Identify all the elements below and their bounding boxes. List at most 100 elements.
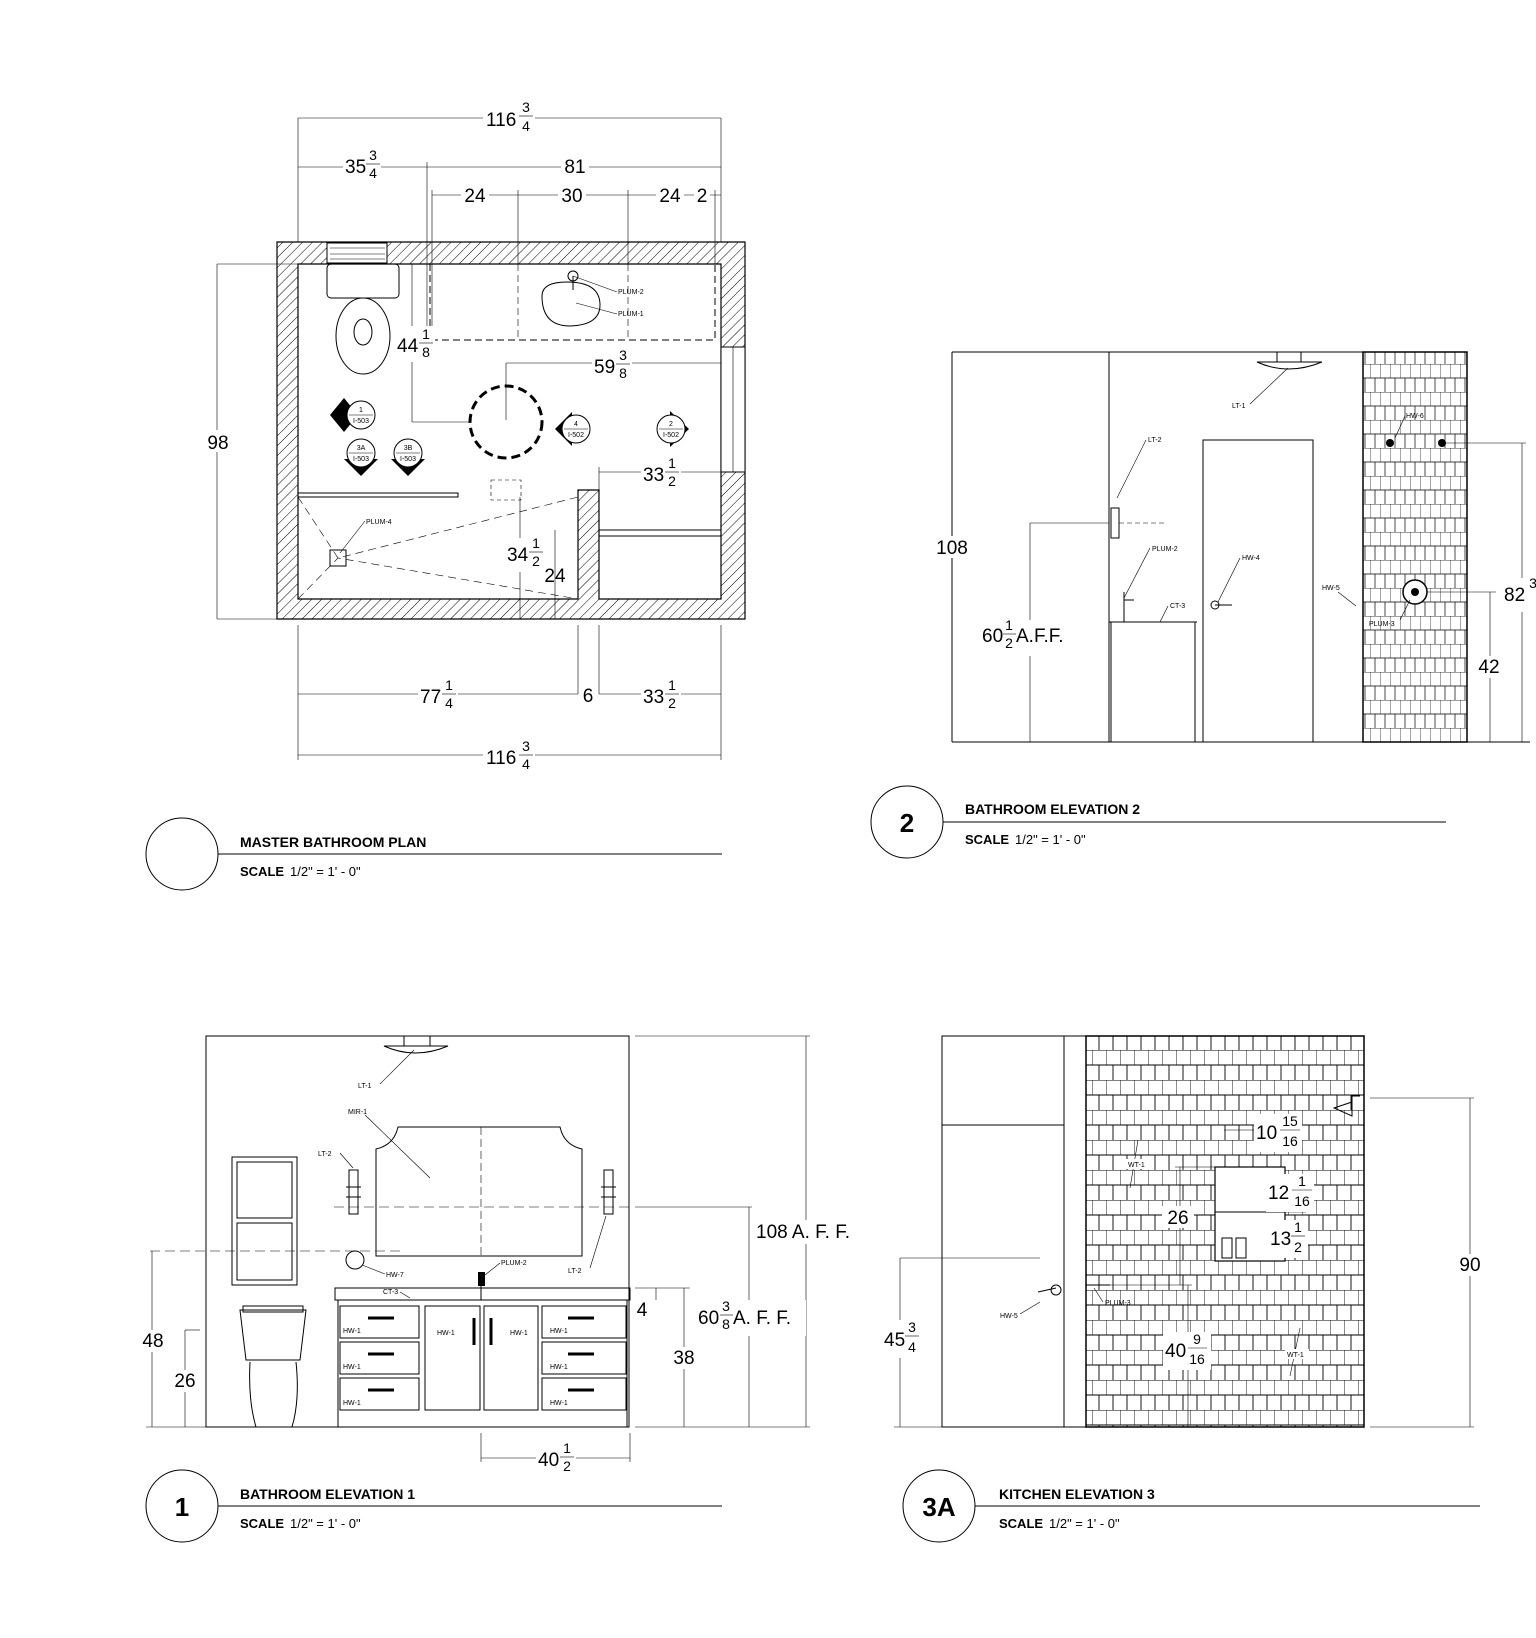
svg-text:34: 34	[507, 545, 529, 566]
dim-elev1-ceiling: 108 A. F. F.	[756, 1222, 850, 1243]
dim-elev3-shelf2: 13 1 2	[1268, 1219, 1308, 1258]
tag-plum-2: PLUM-2	[501, 1260, 527, 1267]
svg-text:3: 3	[522, 738, 530, 754]
tag-wt-1: WT-1	[1287, 1352, 1304, 1359]
view-marker: 3A I-503	[344, 438, 378, 476]
door	[1202, 439, 1314, 743]
tag-lt-2: LT-2	[568, 1268, 582, 1275]
countertop	[334, 1287, 631, 1301]
dim-elev2-height: 108	[936, 536, 970, 559]
svg-text:1: 1	[445, 677, 453, 693]
view-marker: 2 I-502	[656, 411, 689, 447]
kitchen-elevation-3: PLUM-3 HW-5 WT-1 WT-1 10 15 16 12 1 16	[882, 1035, 1488, 1543]
elev2-scale-value: 1/2" = 1' - 0"	[1015, 832, 1086, 847]
svg-text:8: 8	[722, 1316, 730, 1332]
tag-lt-1: LT-1	[358, 1083, 372, 1090]
svg-text:I-503: I-503	[400, 456, 416, 463]
tag-hw-1: HW-1	[343, 1364, 361, 1371]
view-marker: 4 I-502	[555, 412, 591, 446]
shower-drain	[329, 549, 347, 567]
svg-text:3B: 3B	[404, 445, 413, 452]
svg-text:3: 3	[369, 147, 377, 163]
svg-text:I-503: I-503	[353, 418, 369, 425]
elev3-title: KITCHEN ELEVATION 3	[999, 1486, 1155, 1502]
elev3-scale-value: 1/2" = 1' - 0"	[1049, 1516, 1120, 1531]
dim-elev2-valve: 42	[1478, 657, 1499, 678]
tag-ct-3: CT-3	[1170, 603, 1185, 610]
svg-text:3: 3	[619, 347, 627, 363]
tag-plum-2: PLUM-2	[1152, 546, 1178, 553]
tag-mir-1: MIR-1	[348, 1109, 367, 1116]
tag-hw-1: HW-1	[437, 1330, 455, 1337]
dim-elev1-half-vanity: 40 1 2	[536, 1440, 576, 1476]
plan-title-bubble	[145, 817, 219, 891]
tag-hw-7: HW-7	[386, 1272, 404, 1279]
dim-closet: 33 1 2	[641, 455, 681, 492]
dim-elev2-shower-head: 82 3	[1502, 575, 1536, 612]
dim-seg4: 2	[697, 186, 708, 207]
svg-text:I-502: I-502	[663, 432, 679, 439]
tag-plum-4: PLUM-4	[366, 519, 392, 526]
svg-text:40: 40	[538, 1450, 559, 1471]
mirror	[375, 1126, 583, 1257]
svg-text:12: 12	[1268, 1183, 1289, 1204]
dim-overall-top: 116 3 4	[483, 99, 535, 134]
svg-text:40: 40	[1165, 1341, 1186, 1362]
tag-plum-3: PLUM-3	[1369, 621, 1395, 628]
svg-text:3: 3	[1529, 575, 1536, 591]
svg-text:2: 2	[1294, 1239, 1302, 1255]
svg-text:1: 1	[563, 1440, 571, 1456]
dim-shower-depth: 34 1 2	[505, 535, 545, 572]
svg-text:4: 4	[445, 695, 453, 711]
svg-text:4: 4	[908, 1339, 916, 1355]
bathroom-elevation-2: LT-1 LT-2 PLUM-2 CT-3 HW-4 HW-6 HW-5 PLU…	[870, 351, 1536, 859]
svg-text:4: 4	[369, 165, 377, 181]
svg-text:13: 13	[1270, 1229, 1291, 1250]
svg-text:4: 4	[522, 756, 530, 772]
dim-seg2: 30	[561, 186, 582, 207]
dim-elev3-shower-head: 90	[1459, 1255, 1480, 1276]
dim-bottom-right: 33 1 2	[641, 677, 681, 714]
dim-elev3-niche-bottom: 40 9 16	[1163, 1331, 1211, 1370]
dim-elev1-sconce: 60 3 8 A. F. F.	[696, 1298, 806, 1336]
svg-text:3: 3	[908, 1319, 916, 1335]
elev1-scale-value: 1/2" = 1' - 0"	[290, 1516, 361, 1531]
dim-seg3: 24	[659, 186, 681, 207]
dim-plan-height: 98	[207, 433, 228, 454]
tag-hw-1: HW-1	[550, 1364, 568, 1371]
dim-right-top: 81	[564, 157, 585, 178]
plan-title: MASTER BATHROOM PLAN	[240, 834, 426, 850]
tag-hw-1: HW-1	[343, 1328, 361, 1335]
svg-text:33: 33	[643, 465, 664, 486]
svg-text:60: 60	[698, 1308, 719, 1329]
tag-hw-1: HW-1	[343, 1400, 361, 1407]
svg-text:3A: 3A	[922, 1492, 955, 1522]
svg-text:1: 1	[175, 1492, 189, 1522]
svg-text:2: 2	[668, 473, 676, 489]
dim-center: 59 3 8	[592, 347, 632, 384]
svg-text:77: 77	[420, 687, 441, 708]
elev1-title: BATHROOM ELEVATION 1	[240, 1486, 415, 1502]
svg-text:15: 15	[1282, 1113, 1298, 1129]
svg-text:2: 2	[563, 1458, 571, 1474]
tag-hw-5: HW-5	[1000, 1313, 1018, 1320]
svg-text:2: 2	[668, 695, 676, 711]
svg-text:1: 1	[359, 407, 363, 414]
dim-elev3-shelf1: 12 1 16	[1266, 1173, 1314, 1212]
elev2-title: BATHROOM ELEVATION 2	[965, 801, 1140, 817]
dim-elev3-niche-width: 10 15 16	[1254, 1113, 1302, 1152]
bathroom-elevation-1: LT-1 MIR-1 LT-2 LT-2 HW-7 PLUM-2 CT-3	[138, 1035, 862, 1543]
dim-shower-bench: 24	[544, 566, 566, 587]
svg-text:16: 16	[1282, 1133, 1298, 1149]
svg-text:1: 1	[422, 326, 430, 342]
dim-bottom-mid: 6	[583, 686, 594, 707]
dim-elev2-sconce: 60 1 2 A.F.F.	[980, 617, 1080, 656]
window	[231, 1156, 298, 1286]
svg-text:45: 45	[884, 1330, 905, 1351]
dim-elev1-window: 48	[142, 1331, 163, 1352]
svg-text:3: 3	[722, 1298, 730, 1314]
svg-text:16: 16	[1294, 1193, 1310, 1209]
svg-text:1: 1	[532, 535, 540, 551]
elev3-scale-label: SCALE	[999, 1516, 1043, 1531]
dim-overall-bottom: 116 3 4	[483, 738, 535, 774]
